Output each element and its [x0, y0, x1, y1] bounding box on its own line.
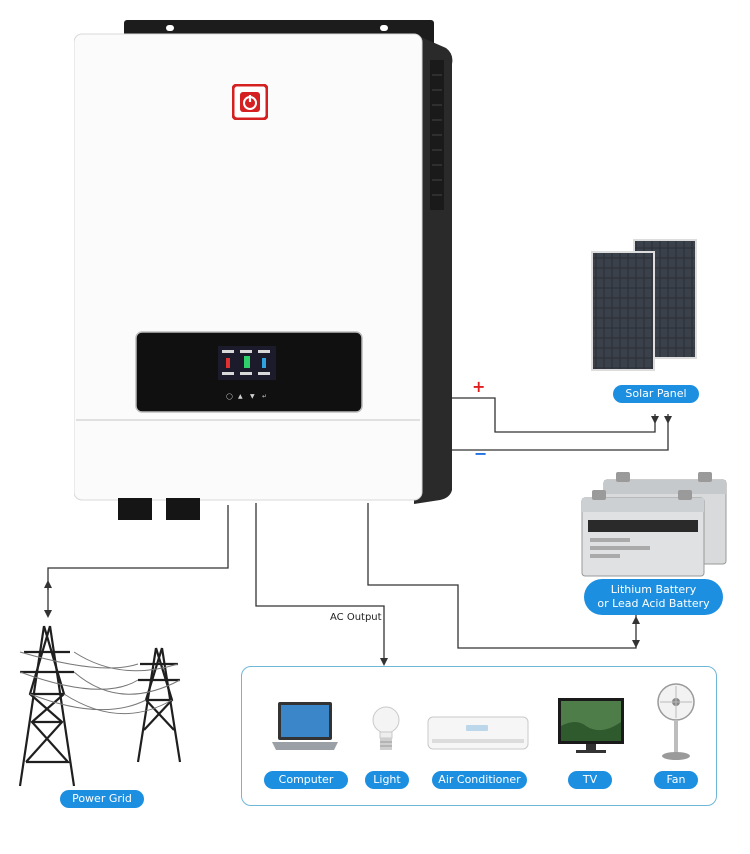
fan-icon: [654, 682, 698, 762]
power-grid-label: Power Grid: [60, 790, 144, 808]
battery-label-line2: or Lead Acid Battery: [597, 597, 710, 610]
tv-icon: [556, 696, 626, 758]
load-label-fan: Fan: [654, 771, 698, 789]
power-grid-towers: [10, 622, 190, 788]
svg-text:↵: ↵: [262, 393, 267, 400]
inverter-body: ◯ ▲ ▼ ↵: [73, 20, 453, 536]
battery: [580, 468, 730, 578]
svg-text:▼: ▼: [250, 393, 255, 400]
ac-output-label: AC Output: [330, 612, 382, 623]
plus-terminal: +: [472, 377, 486, 396]
lightbulb-icon: [368, 704, 404, 760]
battery-label: Lithium Battery or Lead Acid Battery: [584, 579, 723, 615]
minus-terminal: −: [474, 444, 488, 463]
solar-panel-label: Solar Panel: [613, 385, 699, 403]
load-label-light: Light: [365, 771, 409, 789]
loads-panel: [241, 666, 717, 806]
load-label-air-conditioner: Air Conditioner: [432, 771, 527, 789]
power-icon: [231, 83, 269, 121]
inverter: ◯ ▲ ▼ ↵: [73, 20, 464, 536]
battery-label-line1: Lithium Battery: [610, 583, 697, 596]
air-conditioner-icon: [426, 715, 530, 753]
svg-text:▲: ▲: [238, 393, 243, 400]
load-label-tv: TV: [568, 771, 612, 789]
load-label-computer: Computer: [264, 771, 348, 789]
laptop-icon: [270, 700, 340, 760]
solar-panel: [588, 238, 700, 378]
svg-text:◯: ◯: [226, 393, 233, 400]
